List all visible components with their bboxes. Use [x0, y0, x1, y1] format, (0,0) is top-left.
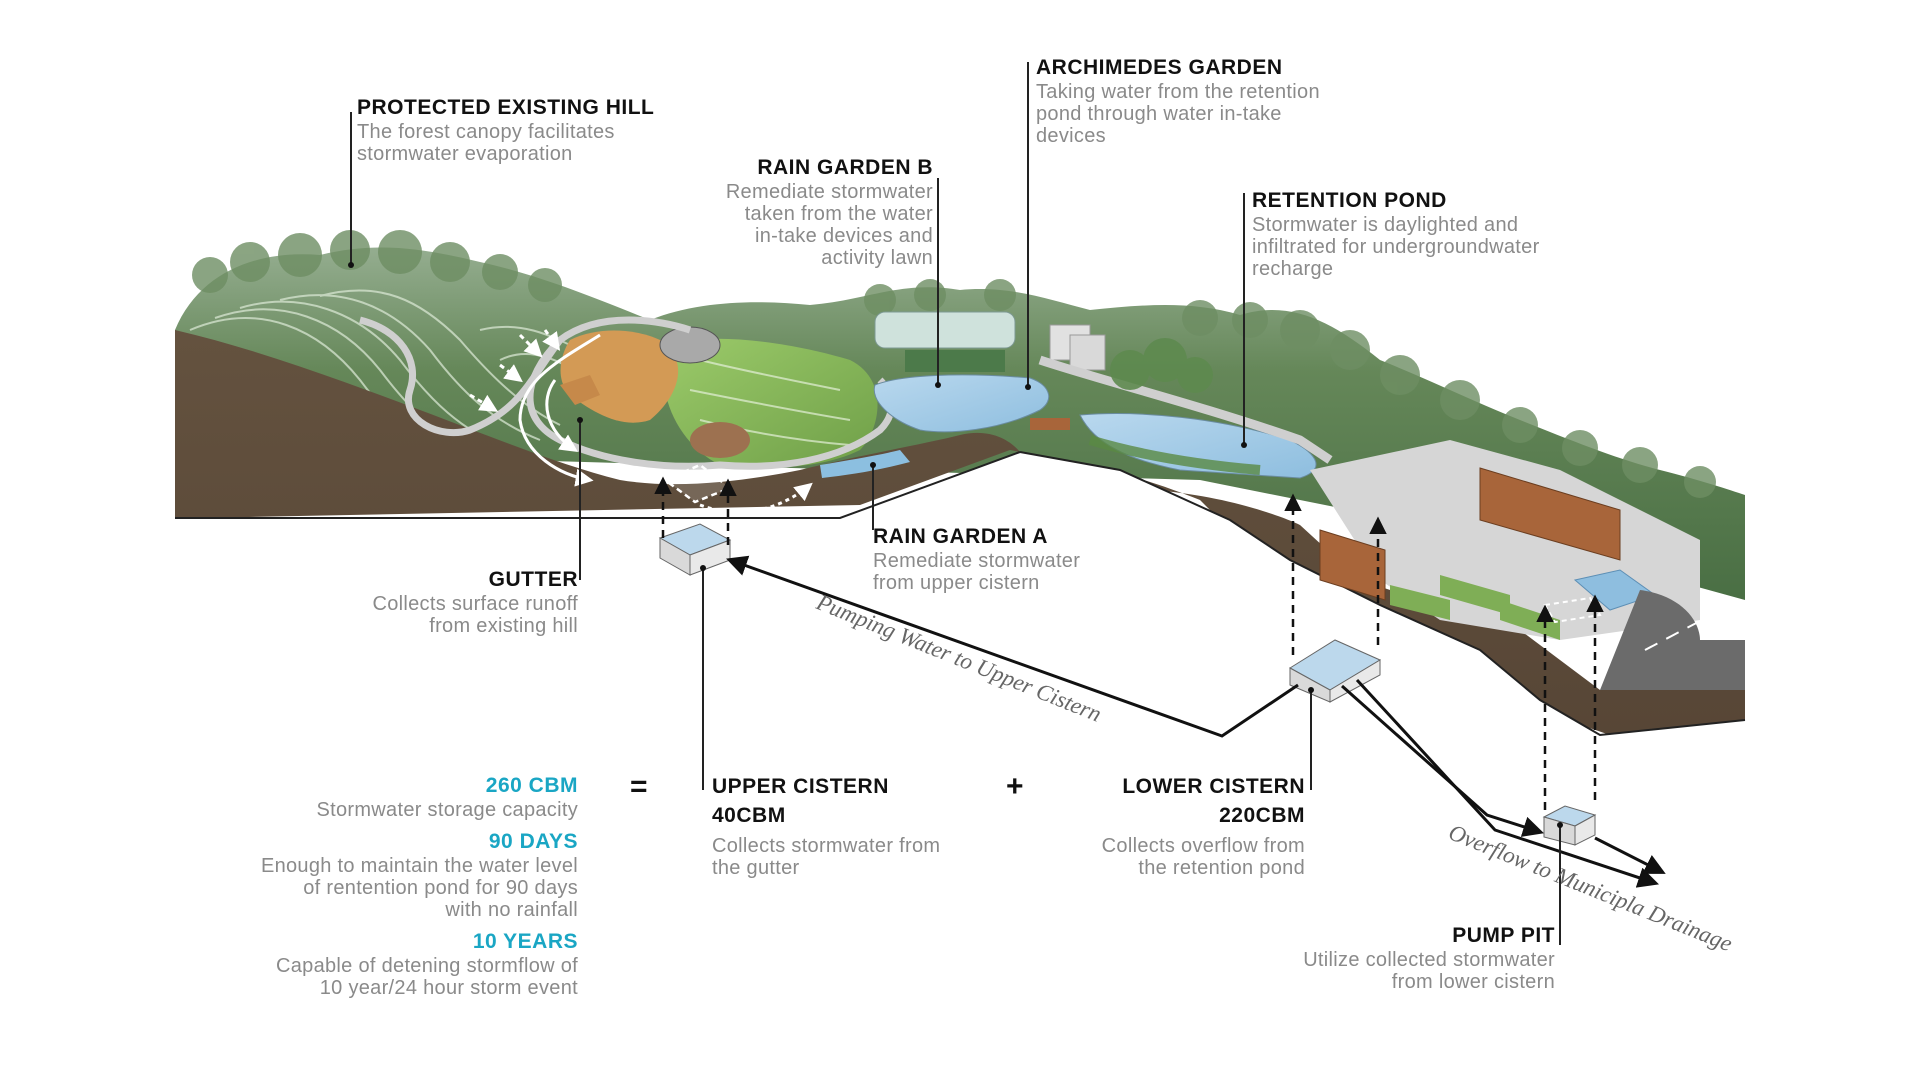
soil-section [0, 330, 1746, 1080]
stats-panel: 260 CBM Stormwater storage capacity 90 D… [150, 773, 578, 999]
upper-cistern-capacity: 40CBM [712, 804, 786, 827]
landscape-features [359, 311, 1745, 690]
label-protected-hill: PROTECTED EXISTING HILL The forest canop… [357, 95, 654, 165]
stat-storage-desc: Stormwater storage capacity [316, 799, 578, 821]
lower-cistern-capacity: 220CBM [1219, 804, 1305, 827]
label-gutter: GUTTER Collects surface runoff from exis… [280, 567, 578, 637]
label-archimedes-garden: ARCHIMEDES GARDEN Taking water from the … [1036, 55, 1320, 147]
retention-pond-desc: Stormwater is daylighted and infiltrated… [1252, 214, 1540, 280]
pump-pit-title: PUMP PIT [1452, 924, 1555, 947]
gutter-title: GUTTER [488, 568, 578, 591]
leader-lines [350, 62, 1561, 945]
rain-garden-a-desc: Remediate stormwater from upper cistern [873, 550, 1081, 594]
stat-storage-value: 260 CBM [485, 774, 578, 797]
label-upper-cistern: UPPER CISTERN 40CBM Collects stormwater … [712, 774, 940, 879]
pump-pit-box [1542, 805, 1597, 846]
label-retention-pond: RETENTION POND Stormwater is daylighted … [1252, 188, 1540, 280]
rain-garden-b-title: RAIN GARDEN B [757, 156, 933, 179]
lower-cistern-box [1289, 639, 1382, 703]
archimedes-garden-title: ARCHIMEDES GARDEN [1036, 56, 1283, 79]
equals-operator: = [630, 770, 648, 803]
rain-garden-b-desc: Remediate stormwater taken from the wate… [725, 181, 933, 269]
pump-pit-desc: Utilize collected stormwater from lower … [1303, 949, 1555, 993]
upper-cistern-desc: Collects stormwater from the gutter [712, 835, 941, 879]
stat-days-value: 90 DAYS [488, 830, 578, 853]
lower-cistern-title: LOWER CISTERN [1122, 775, 1305, 798]
upper-cistern-title: UPPER CISTERN [712, 775, 889, 798]
label-pump-pit: PUMP PIT Utilize collected stormwater fr… [1200, 923, 1555, 993]
label-lower-cistern: LOWER CISTERN 220CBM Collects overflow f… [1010, 774, 1305, 879]
vertical-flow-arrows [654, 476, 1604, 810]
pipe-network [726, 555, 1666, 888]
stat-years-value: 10 YEARS [472, 930, 578, 953]
lower-cistern-desc: Collects overflow from the retention pon… [1101, 835, 1305, 879]
retention-pond-title: RETENTION POND [1252, 189, 1447, 212]
stat-days-desc: Enough to maintain the water level of re… [260, 855, 578, 921]
plus-operator: + [1006, 770, 1024, 803]
protected-hill-title: PROTECTED EXISTING HILL [357, 96, 655, 119]
stat-years-desc: Capable of detening stormflow of 10 year… [276, 955, 578, 999]
label-rain-garden-a: RAIN GARDEN A Remediate stormwater from … [873, 524, 1080, 594]
label-rain-garden-b: RAIN GARDEN B Remediate stormwater taken… [600, 155, 933, 269]
archimedes-garden-desc: Taking water from the retention pond thr… [1036, 81, 1320, 147]
upper-cistern-box [658, 523, 732, 576]
protected-hill-desc: The forest canopy facilitates stormwater… [357, 121, 615, 165]
gutter-desc: Collects surface runoff from existing hi… [372, 593, 578, 637]
leader-dots [348, 262, 1563, 828]
rain-garden-a-title: RAIN GARDEN A [873, 525, 1048, 548]
